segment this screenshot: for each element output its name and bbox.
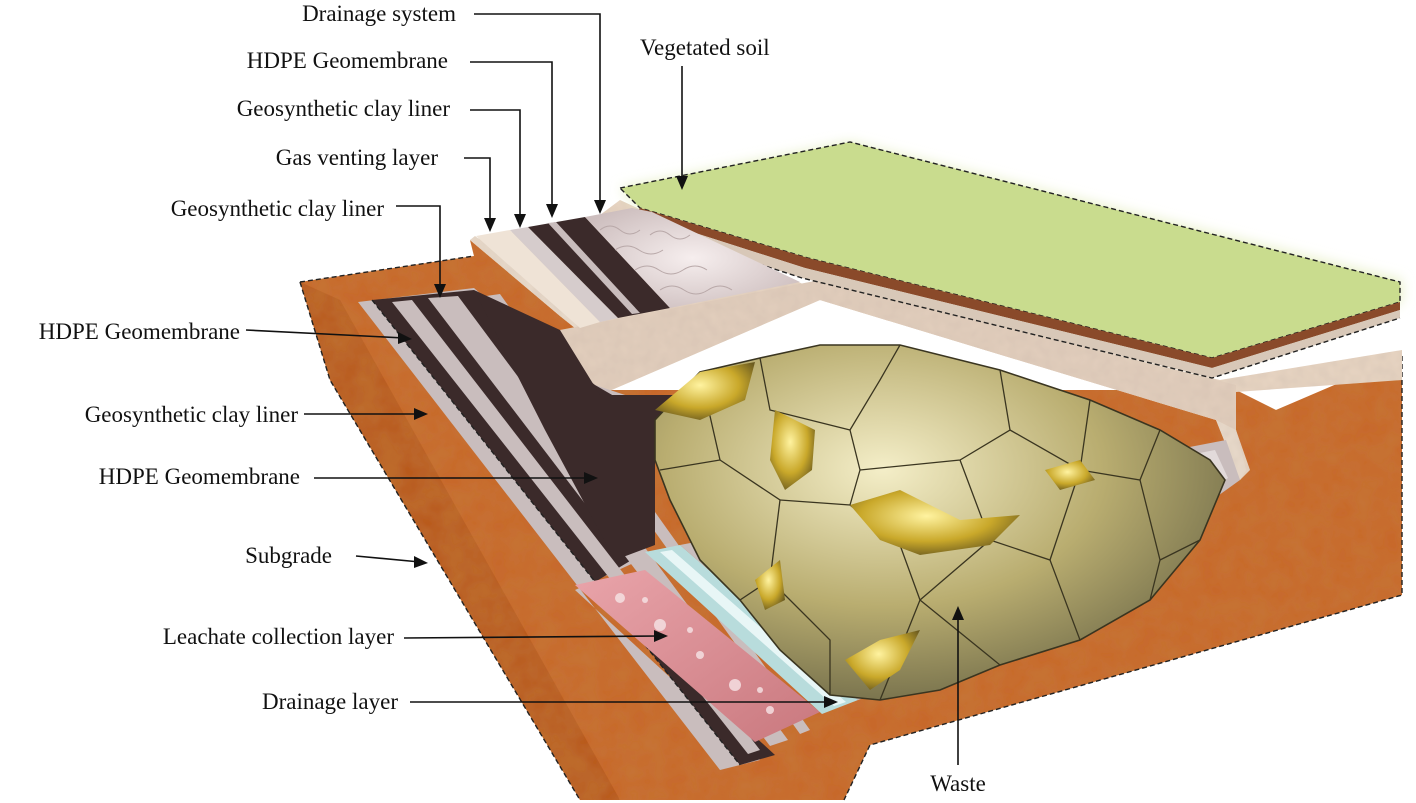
label-geosynthetic-clay-liner-side-upper: Geosynthetic clay liner	[171, 196, 385, 221]
basin-floor-geomembrane	[474, 290, 700, 560]
label-leachate-collection-layer: Leachate collection layer	[163, 624, 394, 649]
label-drainage-system: Drainage system	[302, 1, 456, 26]
waste-gold-chunk-6	[755, 560, 785, 610]
leader-lines	[245, 13, 959, 765]
label-waste: Waste	[930, 771, 986, 796]
drainage-system-gravel	[585, 208, 800, 308]
subgrade-front-face	[300, 282, 620, 800]
label-hdpe-geomembrane-side-lower: HDPE Geomembrane	[99, 464, 300, 489]
label-drainage-layer: Drainage layer	[262, 689, 398, 714]
label-geosynthetic-clay-liner-top: Geosynthetic clay liner	[237, 96, 451, 121]
leachate-texture	[615, 593, 774, 714]
waste-gold-chunk-5	[1045, 460, 1095, 490]
waste-gold-chunk-1	[655, 362, 755, 420]
label-hdpe-geomembrane-top: HDPE Geomembrane	[247, 48, 448, 73]
label-vegetated-soil: Vegetated soil	[640, 35, 770, 60]
label-geosynthetic-clay-liner-side-lower: Geosynthetic clay liner	[85, 402, 299, 427]
leader-arrowheads	[398, 176, 964, 708]
waste-gold-chunk-2	[770, 410, 815, 490]
label-hdpe-geomembrane-side-upper: HDPE Geomembrane	[39, 319, 240, 344]
label-subgrade: Subgrade	[245, 543, 332, 568]
label-gas-venting-layer: Gas venting layer	[276, 145, 439, 170]
vegetated-soil-surface	[620, 142, 1400, 358]
gravel-texture	[599, 225, 733, 295]
gas-venting-layer-strip	[476, 230, 600, 328]
waste-gold-chunk-3	[850, 490, 1020, 555]
hdpe-top-strip	[528, 217, 670, 318]
waste-mass	[654, 344, 1226, 701]
waste-gold-chunk-4	[845, 630, 920, 690]
gcl-top-strip	[510, 227, 618, 322]
cover-soil-slab	[560, 280, 1236, 430]
